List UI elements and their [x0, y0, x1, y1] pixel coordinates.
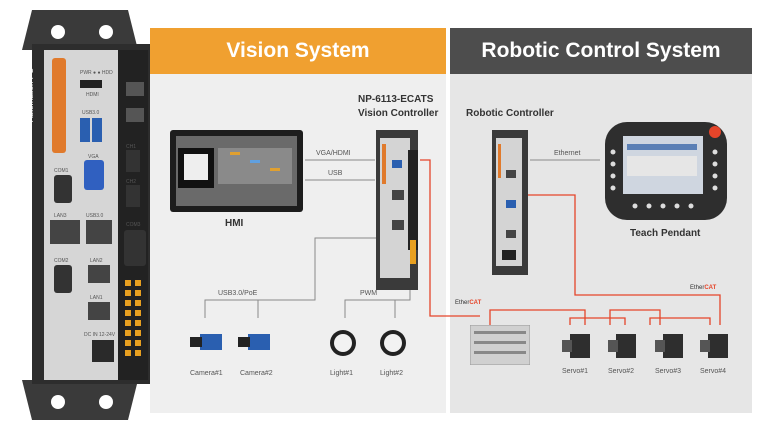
vision-controller-illustration	[376, 130, 418, 290]
servo-3-label: Servo#3	[655, 368, 682, 375]
vision-system-title: Vision System	[150, 28, 446, 74]
link-label-pwm: PWM	[360, 290, 378, 297]
port-label-usb3-2: USB3.0	[86, 213, 104, 219]
ring-light-icon	[328, 328, 358, 363]
hmi-screen	[176, 136, 297, 206]
port-label-lan1: LAN1	[90, 295, 103, 301]
automation-pc-leds: PWR ● ● HDD	[80, 70, 113, 76]
link-label-ethernet: Ethernet	[554, 150, 581, 157]
servo-motor-icon	[700, 332, 730, 365]
vision-controller-label: Vision Controller	[358, 108, 439, 119]
servo-2-label: Servo#2	[608, 368, 635, 375]
ethercat-logo: EtherCAT	[690, 285, 716, 291]
camera-1-label: Camera#1	[190, 370, 223, 377]
hmi-monitor	[170, 130, 303, 212]
port-label-com3: COM3	[126, 222, 141, 228]
ethercat-suffix: CAT	[704, 285, 717, 291]
teach-pendant-label: Teach Pendant	[630, 228, 701, 239]
port-label-dc-in: DC IN 12-24V	[84, 332, 116, 338]
ring-light-icon	[378, 328, 408, 363]
port-label-com1: COM1	[54, 168, 69, 174]
robotic-controller-label: Robotic Controller	[466, 108, 554, 119]
port-label-lan2: LAN2	[90, 258, 103, 264]
link-label-usb3-poe: USB3.0/PoE	[218, 290, 258, 297]
port-label-lan3: LAN3	[54, 213, 67, 219]
ethercat-suffix: CAT	[469, 300, 482, 306]
servo-1-label: Servo#1	[562, 368, 589, 375]
light-2-label: Light#2	[380, 370, 403, 377]
automation-pc-illustration	[22, 10, 150, 420]
port-label-com2: COM2	[54, 258, 69, 264]
servo-motor-icon	[562, 332, 592, 365]
teach-pendant-device	[605, 122, 727, 220]
ethercat-prefix: Ether	[455, 300, 470, 306]
port-label-hdmi: HDMI	[86, 92, 99, 98]
vision-controller-device	[372, 130, 422, 290]
camera-icon	[238, 330, 274, 359]
link-label-usb: USB	[328, 170, 343, 177]
io-module	[469, 324, 531, 366]
ethercat-logo: EtherCAT	[455, 300, 481, 306]
port-label-ch2: CH2	[126, 179, 137, 185]
port-label-vga: VGA	[88, 154, 99, 160]
servo-4-label: Servo#4	[700, 368, 727, 375]
light-1-label: Light#1	[330, 370, 353, 377]
camera-icon	[190, 330, 226, 359]
camera-2-label: Camera#2	[240, 370, 273, 377]
robotic-controller-illustration	[492, 130, 528, 275]
link-label-vga-hdmi: VGA/HDMI	[316, 150, 351, 157]
port-label-ch1: CH1	[126, 144, 137, 150]
vision-controller-model: NP-6113-ECATS	[358, 94, 434, 105]
teach-pendant-illustration	[605, 122, 727, 220]
robotic-controller-device	[490, 130, 530, 275]
hmi-label: HMI	[225, 218, 244, 229]
robotic-control-title: Robotic Control System	[450, 28, 752, 74]
automation-pc-device: Automation PC PWR ● ● HDD HDMI USB3.0 VG…	[10, 10, 150, 420]
port-label-usb3: USB3.0	[82, 110, 100, 116]
servo-motor-icon	[655, 332, 685, 365]
ethercat-prefix: Ether	[690, 285, 705, 291]
servo-motor-icon	[608, 332, 638, 365]
